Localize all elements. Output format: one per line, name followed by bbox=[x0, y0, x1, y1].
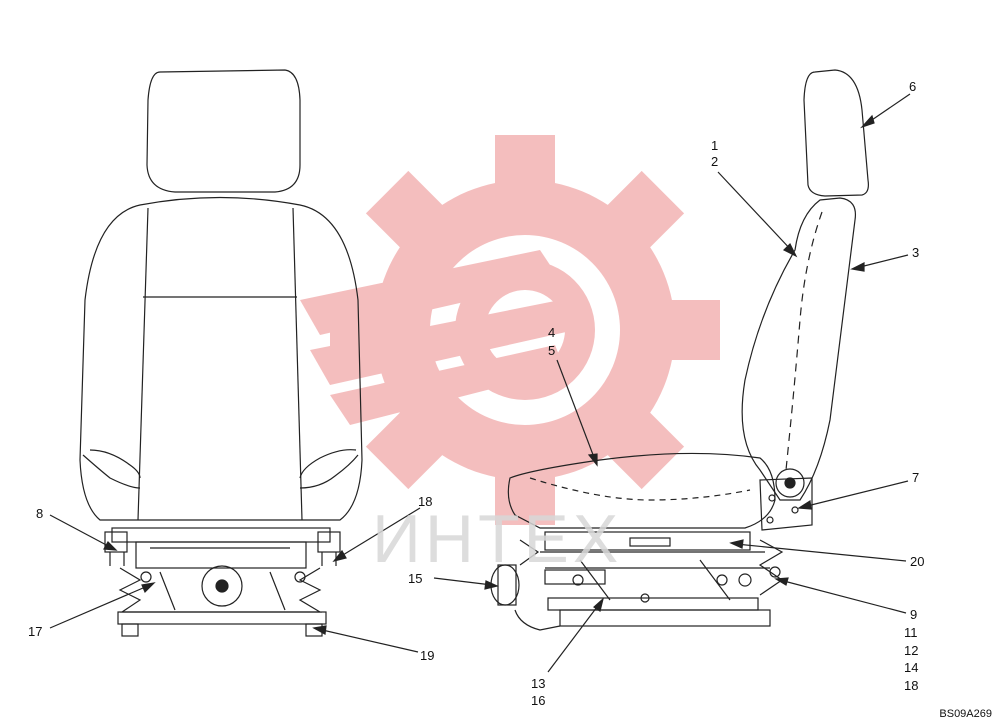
callout-5: 5 bbox=[548, 343, 556, 358]
callout-19: 19 bbox=[420, 648, 435, 663]
callout-8: 8 bbox=[36, 506, 44, 521]
seat-side-view bbox=[490, 69, 869, 631]
callout-13: 13 bbox=[531, 676, 546, 691]
watermark-text: ИНТЕХ bbox=[372, 501, 623, 577]
callout-2: 2 bbox=[711, 154, 719, 169]
callout-9: 9 bbox=[910, 607, 918, 622]
watermark-gear-icon bbox=[300, 135, 720, 525]
callout-4: 4 bbox=[548, 325, 556, 340]
callout-12: 12 bbox=[904, 643, 919, 658]
callout-6: 6 bbox=[909, 79, 917, 94]
callout-17: 17 bbox=[28, 624, 43, 639]
callout-20: 20 bbox=[910, 554, 925, 569]
callout-11: 11 bbox=[904, 625, 918, 640]
callout-18-side: 18 bbox=[904, 678, 919, 693]
callout-1: 1 bbox=[711, 138, 719, 153]
callout-16: 16 bbox=[531, 693, 546, 708]
callout-7: 7 bbox=[912, 470, 920, 485]
callout-18-rear: 18 bbox=[418, 494, 433, 509]
leader-lines bbox=[49, 93, 911, 673]
callout-3: 3 bbox=[912, 245, 920, 260]
drawing-reference: BS09A269 bbox=[939, 708, 992, 720]
callout-15: 15 bbox=[408, 571, 423, 586]
seat-rear-view bbox=[79, 69, 363, 637]
callout-14: 14 bbox=[904, 660, 919, 675]
